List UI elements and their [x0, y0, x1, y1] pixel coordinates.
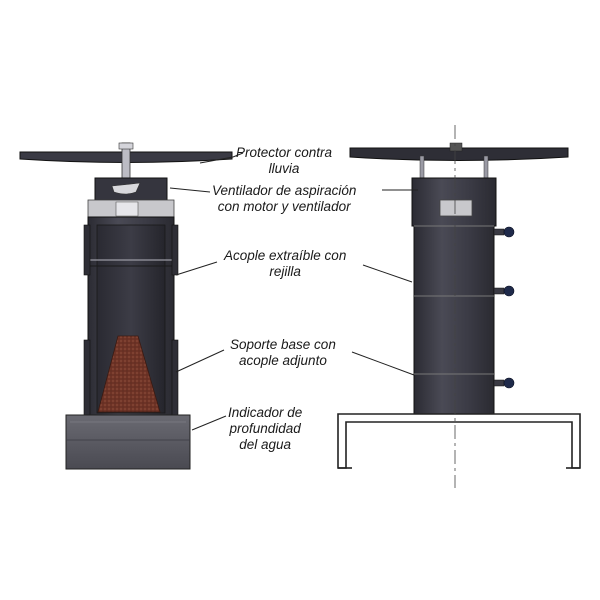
base-collar — [413, 373, 495, 415]
fan-blade-icon — [111, 182, 141, 195]
motor-icon — [115, 201, 139, 217]
left-flange-bottom — [83, 339, 91, 416]
lower-body — [413, 295, 495, 375]
section-view — [19, 142, 233, 470]
protector-nut — [118, 142, 134, 150]
sample-cone — [97, 335, 161, 413]
exterior-view — [337, 125, 581, 488]
knob-icon — [493, 377, 515, 389]
label-base-support: Soporte base con acople adjunto — [230, 337, 336, 368]
middle-body — [413, 225, 495, 297]
base-bracket — [337, 413, 581, 469]
label-rain-protector: Protector contra lluvia — [236, 145, 333, 176]
base-block — [65, 414, 191, 470]
intake-window — [439, 199, 473, 217]
label-water-depth: Indicador de profundidad del agua — [228, 405, 303, 452]
knob-icon — [493, 226, 515, 238]
rain-protector-disc-right — [349, 147, 569, 161]
right-flange-top — [171, 224, 179, 276]
left-flange-top — [83, 224, 91, 276]
label-suction-fan: Ventilador de aspiración con motor y ven… — [212, 183, 357, 214]
right-flange-bottom — [171, 339, 179, 416]
knob-icon — [493, 285, 515, 297]
leader-lines — [169, 152, 418, 431]
label-coupling-grid: Acople extraíble con rejilla — [224, 248, 347, 279]
